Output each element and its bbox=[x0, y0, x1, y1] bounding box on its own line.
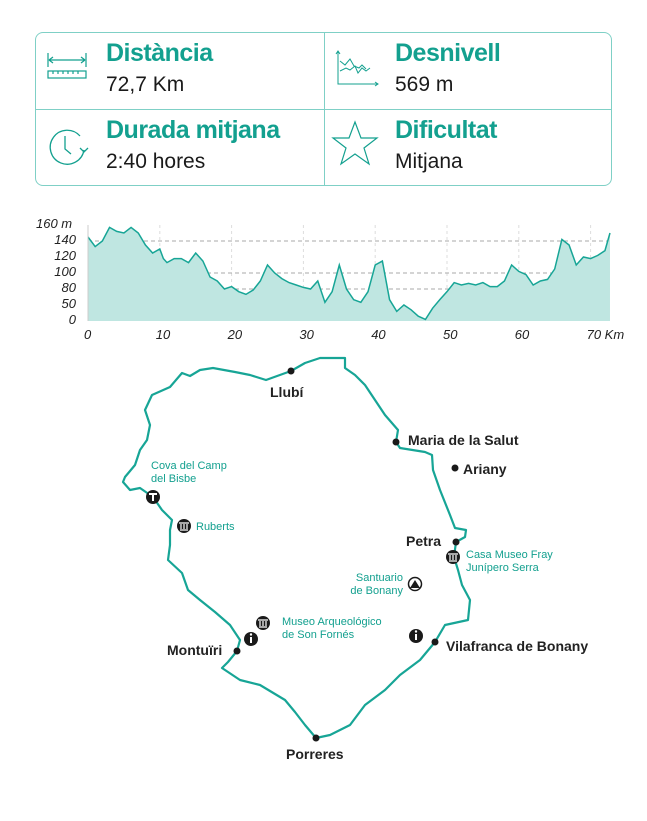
x-tick-label: 20 bbox=[227, 327, 243, 342]
stat-title: Durada mitjana bbox=[106, 116, 280, 144]
y-tick-label: 100 bbox=[54, 264, 76, 279]
stat-title: Dificultat bbox=[395, 116, 497, 144]
town-label-ariany: Ariany bbox=[463, 461, 507, 477]
stat-duration: Durada mitjana 2:40 hores bbox=[36, 110, 324, 186]
stat-value: 72,7 Km bbox=[106, 73, 185, 96]
cave-icon bbox=[146, 490, 160, 504]
town-label-porreres: Porreres bbox=[286, 746, 344, 762]
y-tick-label: 120 bbox=[54, 248, 76, 263]
stat-title: Desnivell bbox=[395, 39, 501, 67]
museum-icon bbox=[446, 550, 460, 564]
town-label-vilafranca: Vilafranca de Bonany bbox=[446, 638, 589, 654]
stat-value: 569 m bbox=[395, 73, 454, 96]
town-label-petra: Petra bbox=[406, 533, 442, 549]
stat-difficulty: Dificultat Mitjana bbox=[325, 110, 613, 186]
info-icon bbox=[244, 632, 258, 646]
y-tick-label: 50 bbox=[61, 296, 76, 311]
y-tick-label: 140 bbox=[54, 232, 76, 247]
star-icon bbox=[331, 120, 379, 166]
stat-value: 2:40 hores bbox=[106, 150, 206, 173]
x-tick-label: 60 bbox=[514, 327, 530, 342]
poi-name: Casa Museo Fray bbox=[466, 549, 553, 561]
stats-panel: Distància 72,7 Km Desnivell 569 m Durada… bbox=[35, 32, 612, 186]
town-label-llubi: Llubí bbox=[270, 384, 304, 400]
x-tick-label: 70 Km bbox=[586, 327, 625, 342]
museum-icon bbox=[256, 616, 270, 630]
poi-label-ruberts: Ruberts bbox=[196, 521, 235, 534]
poi-name: Cova del Camp bbox=[151, 460, 227, 472]
town-dots bbox=[233, 367, 460, 742]
x-tick-label: 50 bbox=[443, 327, 458, 342]
x-tick-label: 30 bbox=[299, 327, 314, 342]
elevation-chart-icon bbox=[335, 50, 379, 87]
town-label-montuiri: Montuïri bbox=[167, 642, 223, 658]
stat-value: Mitjana bbox=[395, 150, 463, 173]
y-tick-label: 0 bbox=[68, 312, 76, 327]
y-tick-label: 160 m bbox=[36, 216, 73, 231]
x-tick-label: 10 bbox=[155, 327, 171, 342]
info-icon bbox=[409, 629, 423, 643]
stat-distance: Distància 72,7 Km bbox=[36, 33, 324, 109]
elevation-profile-chart bbox=[87, 225, 611, 321]
y-tick-label: 80 bbox=[61, 280, 76, 295]
x-tick-label: 0 bbox=[84, 327, 92, 342]
poi-name: de Son Fornés bbox=[282, 629, 355, 641]
divider bbox=[36, 109, 611, 110]
stat-title: Distància bbox=[106, 39, 213, 67]
ruler-icon bbox=[47, 53, 87, 79]
route-line bbox=[121, 356, 472, 740]
poi-name: Museo Arqueológico bbox=[282, 616, 382, 628]
clock-icon bbox=[49, 129, 89, 165]
town-label-maria-de-la-salut: Maria de la Salut bbox=[408, 432, 519, 448]
poi-name: de Bonany bbox=[350, 585, 403, 597]
x-tick-label: 40 bbox=[371, 327, 386, 342]
stat-elevation: Desnivell 569 m bbox=[325, 33, 613, 109]
elevation-area bbox=[88, 227, 610, 321]
museum-icon bbox=[177, 519, 191, 533]
elevation-line bbox=[87, 226, 611, 321]
poi-name: del Bisbe bbox=[151, 473, 197, 485]
poi-name: Santuario bbox=[355, 572, 403, 584]
poi-name: Ruberts bbox=[196, 521, 235, 533]
sanctuary-icon bbox=[407, 576, 423, 592]
poi-name: Junípero Serra bbox=[466, 562, 539, 574]
